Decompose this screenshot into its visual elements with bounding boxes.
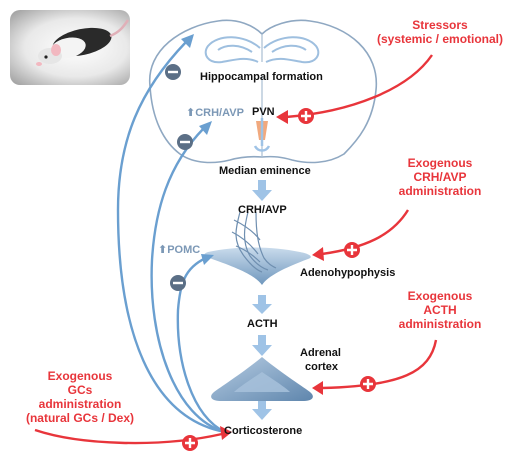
adenohypophysis-shape xyxy=(204,247,311,285)
intervention-arrowheads xyxy=(220,110,324,440)
plus-circle-icon xyxy=(298,108,314,124)
hippocampus-label: Hippocampal formation xyxy=(200,71,323,83)
negative-feedback-arrows xyxy=(116,41,226,434)
minus-circle-icon xyxy=(165,64,181,80)
exogenous-gc-label: Exogenous GCs administration (natural GC… xyxy=(25,369,135,425)
corticosterone-label: Corticosterone xyxy=(224,425,303,437)
hippocampus-shape xyxy=(204,36,320,64)
minus-circle-icon xyxy=(170,275,186,291)
plus-circle-icon xyxy=(182,435,198,451)
exogenous-acth-label: Exogenous ACTH administration xyxy=(398,289,482,331)
portal-vessels xyxy=(231,211,277,273)
plus-circle-icon xyxy=(344,242,360,258)
adenohypophysis-label: Adenohypophysis xyxy=(300,267,396,279)
crh-avp-increase-label: ⬆CRH/AVP xyxy=(186,107,244,119)
plus-badges xyxy=(182,108,376,451)
median-eminence-label: Median eminence xyxy=(219,165,311,177)
pomc-increase-label: ⬆POMC xyxy=(158,244,201,256)
cascade-arrows xyxy=(252,180,272,420)
stressors-label: Stressors (systemic / emotional) xyxy=(376,18,504,46)
adrenal-medulla-shape xyxy=(234,372,290,392)
third-ventricle xyxy=(253,118,271,152)
acth-label: ACTH xyxy=(247,318,278,330)
plus-circle-icon xyxy=(360,376,376,392)
negative-feedback-arrowheads xyxy=(181,34,214,265)
adrenal-label-line2: cortex xyxy=(305,361,339,373)
rat-photo xyxy=(10,10,130,85)
crh-avp-label: CRH/AVP xyxy=(238,204,287,216)
exogenous-crh-label: Exogenous CRH/AVP administration xyxy=(398,156,482,198)
minus-circle-icon xyxy=(177,134,193,150)
adrenal-label-line1: Adrenal xyxy=(300,347,341,359)
pvn-label: PVN xyxy=(252,106,275,118)
minus-badges xyxy=(165,64,193,291)
